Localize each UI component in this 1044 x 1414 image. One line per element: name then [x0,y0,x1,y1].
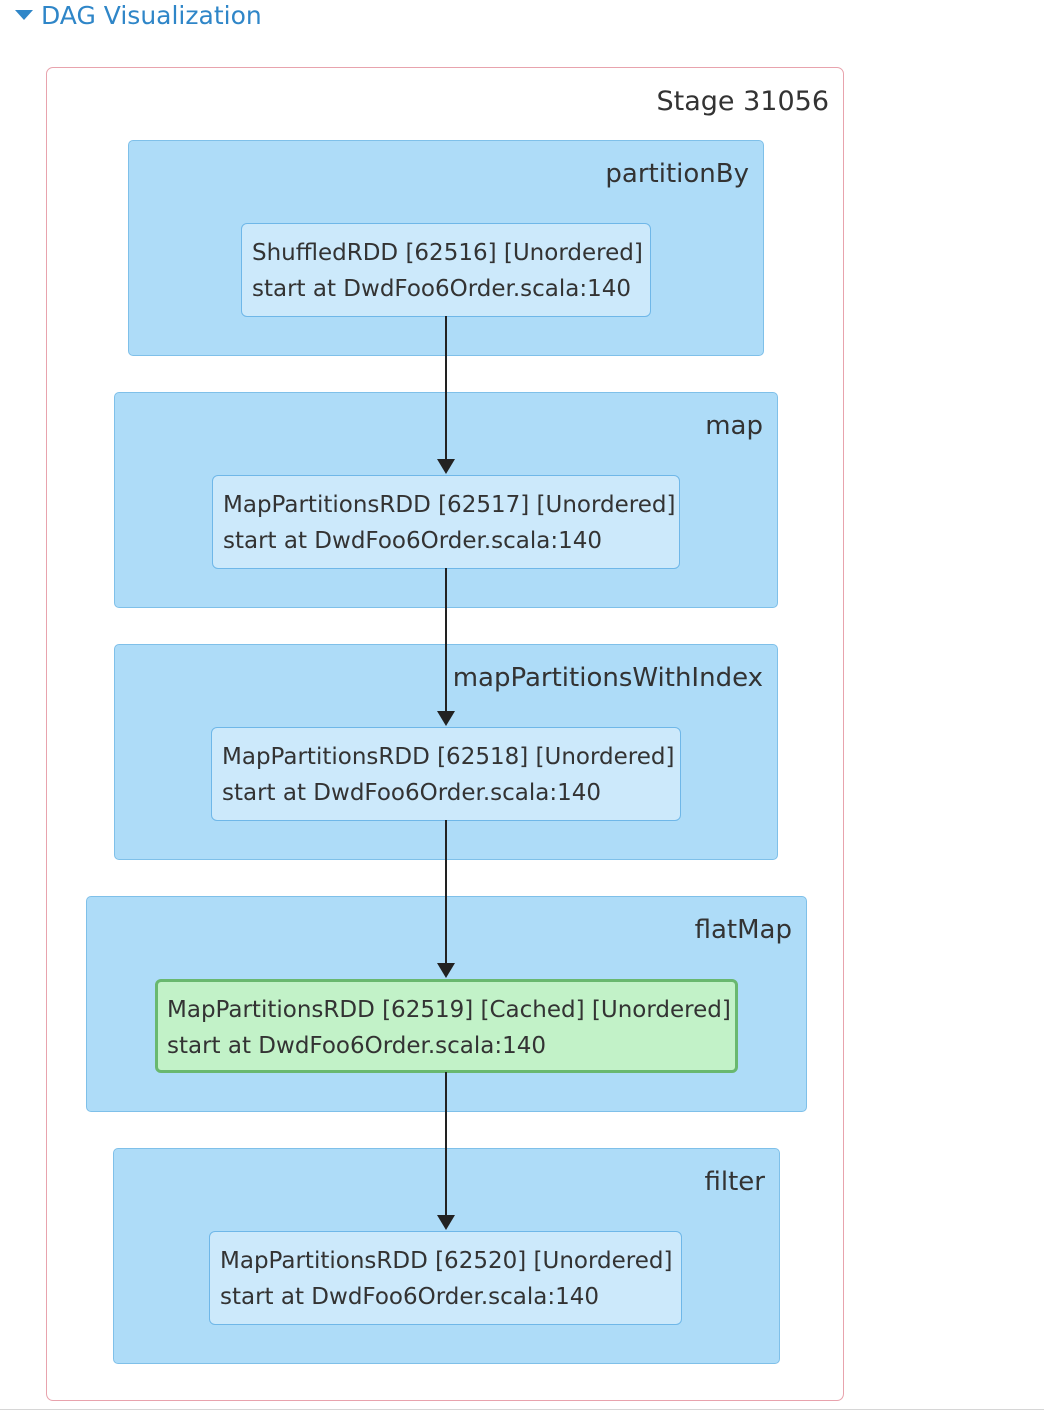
rdd-node-62520[interactable]: MapPartitionsRDD [62520] [Unordered] sta… [209,1231,682,1325]
rdd-node-62519-cached[interactable]: MapPartitionsRDD [62519] [Cached] [Unord… [155,979,738,1073]
cluster-partitionby: partitionBy ShuffledRDD [62516] [Unorder… [128,140,764,356]
cluster-title: flatMap [694,915,792,945]
rdd-node-name: MapPartitionsRDD [62517] [Unordered] [223,492,676,518]
stage-container: Stage 31056 partitionBy ShuffledRDD [625… [46,67,844,1401]
cluster-mappartitionswithindex: mapPartitionsWithIndex MapPartitionsRDD … [114,644,778,860]
cluster-map: map MapPartitionsRDD [62517] [Unordered]… [114,392,778,608]
cluster-title: mapPartitionsWithIndex [452,663,763,693]
cluster-title: filter [704,1167,765,1197]
rdd-node-callsite: start at DwdFoo6Order.scala:140 [167,1033,547,1059]
rdd-node-62517[interactable]: MapPartitionsRDD [62517] [Unordered] sta… [212,475,680,569]
dag-visualization-label: DAG Visualization [41,0,262,30]
cluster-filter: filter MapPartitionsRDD [62520] [Unorder… [113,1148,780,1364]
rdd-node-name: MapPartitionsRDD [62518] [Unordered] [222,744,675,770]
rdd-node-callsite: start at DwdFoo6Order.scala:140 [222,780,602,806]
divider [0,1409,1044,1410]
rdd-node-name: ShuffledRDD [62516] [Unordered] [252,240,643,266]
cluster-title: map [705,411,763,441]
rdd-node-callsite: start at DwdFoo6Order.scala:140 [252,276,632,302]
rdd-node-62516[interactable]: ShuffledRDD [62516] [Unordered] start at… [241,223,651,317]
rdd-node-callsite: start at DwdFoo6Order.scala:140 [220,1284,600,1310]
rdd-node-name: MapPartitionsRDD [62519] [Cached] [Unord… [167,997,731,1023]
cluster-flatmap: flatMap MapPartitionsRDD [62519] [Cached… [86,896,807,1112]
rdd-node-62518[interactable]: MapPartitionsRDD [62518] [Unordered] sta… [211,727,681,821]
rdd-node-callsite: start at DwdFoo6Order.scala:140 [223,528,603,554]
rdd-node-name: MapPartitionsRDD [62520] [Unordered] [220,1248,673,1274]
caret-down-icon [14,8,34,22]
dag-visualization-toggle[interactable]: DAG Visualization [14,0,262,32]
cluster-title: partitionBy [605,159,749,189]
stage-title: Stage 31056 [656,86,830,117]
